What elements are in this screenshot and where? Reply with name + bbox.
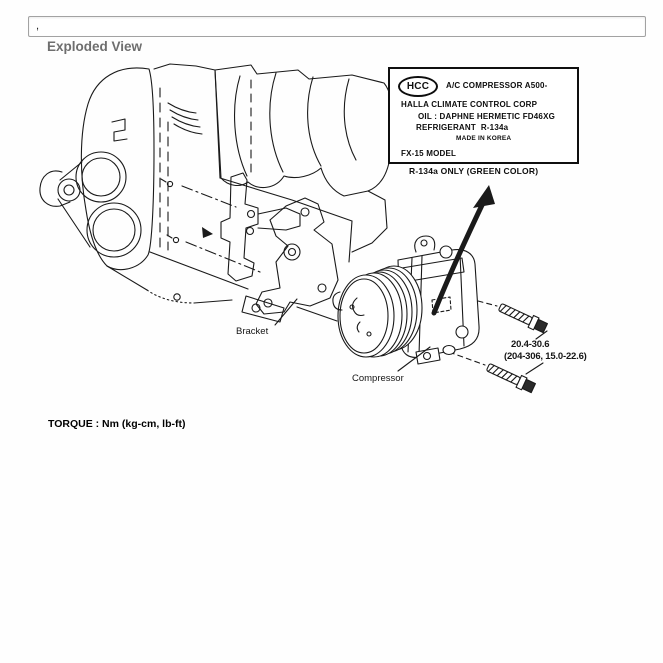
bolt-1-drawing <box>498 303 548 334</box>
bracket-drawing <box>220 172 339 323</box>
callout-compressor: Compressor <box>352 373 404 384</box>
torque-units-note: TORQUE : Nm (kg-cm, lb-ft) <box>48 418 186 430</box>
spec-line-refrigerant: REFRIGERANT R-134a <box>416 123 509 132</box>
spec-line-model: FX-15 MODEL <box>401 149 457 158</box>
pointer-arrow <box>431 185 495 316</box>
spec-line-oil: OIL : DAPHNE HERMETIC FD46XG <box>418 112 556 121</box>
hcc-logo: HCC <box>398 76 438 97</box>
spec-line-compressor-model: A/C COMPRESSOR A500- <box>446 81 548 90</box>
callout-torque-detail: (204-306, 15.0-22.6) <box>504 351 587 362</box>
engine-drawing <box>39 63 394 304</box>
callout-bracket: Bracket <box>236 326 269 337</box>
label-caption: R-134a ONLY (GREEN COLOR) <box>409 166 539 176</box>
page-title: Exploded View <box>47 39 143 54</box>
spec-line-origin: MADE IN KOREA <box>456 135 512 142</box>
text-input[interactable]: , <box>28 16 646 37</box>
spec-line-manufacturer: HALLA CLIMATE CONTROL CORP <box>401 100 538 109</box>
compressor-spec-label: HCC A/C COMPRESSOR A500- HALLA CLIMATE C… <box>388 67 579 164</box>
callout-leader-lines <box>274 298 548 375</box>
bolt-2-drawing <box>486 363 536 394</box>
callout-torque-value: 20.4-30.6 <box>511 339 550 350</box>
